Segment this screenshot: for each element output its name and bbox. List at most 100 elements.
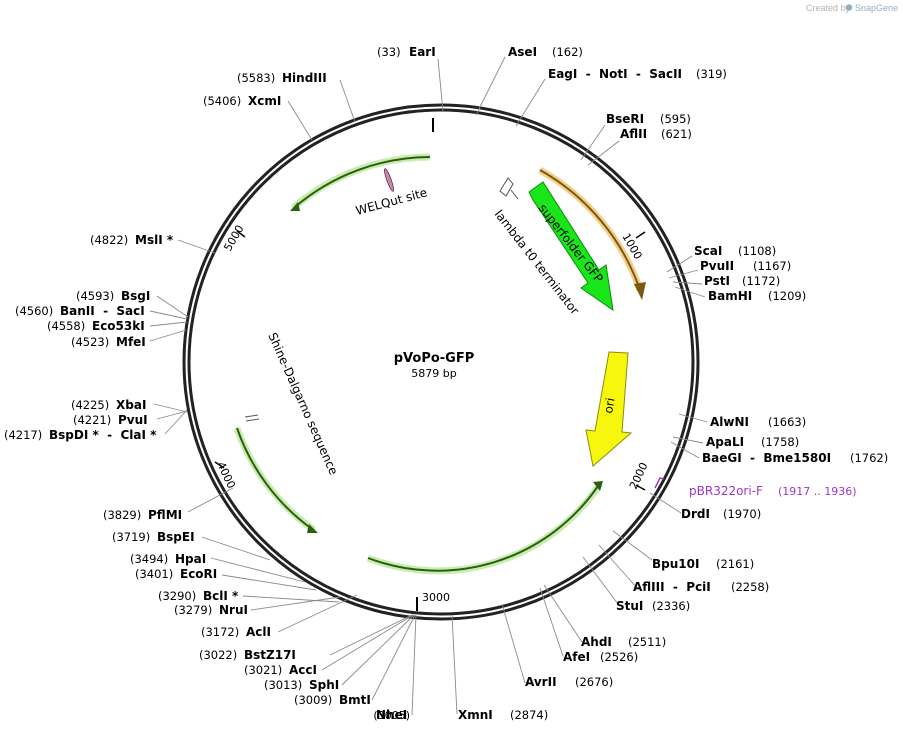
shine-dalgarno-marker-icon	[244, 414, 260, 422]
site-hpaI[interactable]: HpaI	[175, 552, 206, 566]
site-bsgI[interactable]: BsgI	[121, 289, 150, 303]
site-nruI[interactable]: NruI	[219, 603, 248, 617]
site-pos-mslI: (4822)	[90, 233, 128, 247]
lambda-terminator-arrowhead-icon	[634, 282, 646, 300]
site-pos-pflMI: (3829)	[103, 508, 141, 522]
site-aflII[interactable]: AflII	[620, 127, 647, 141]
site-mfeI[interactable]: MfeI	[116, 335, 146, 349]
site-labels: (33) EarI AseI (162) EagI - NotI - SacII…	[4, 45, 888, 722]
site-pos-aclI: (3172)	[201, 625, 239, 639]
orf-bottom-arc[interactable]	[367, 485, 599, 572]
tick-5000: 5000	[221, 223, 246, 254]
site-scaI[interactable]: ScaI	[694, 244, 722, 258]
orf-left-arc[interactable]	[236, 427, 313, 530]
site-bspDI-claI[interactable]: BspDI * - ClaI *	[49, 428, 157, 442]
site-pos-avrII: (2676)	[575, 675, 613, 689]
site-leader-lines	[149, 56, 708, 716]
snapgene-logo-icon	[845, 4, 853, 11]
orf-bottom-arrowhead-icon	[593, 481, 603, 491]
site-pvuI[interactable]: PvuI	[118, 413, 148, 427]
site-bamHI[interactable]: BamHI	[708, 289, 752, 303]
lambda-terminator-arc[interactable]	[539, 169, 641, 291]
plasmid-name: pVoPo-GFP	[394, 351, 475, 366]
site-alwNI[interactable]: AlwNI	[710, 415, 749, 429]
site-banII-sacI[interactable]: BanII - SacI	[60, 304, 145, 318]
site-pos-xcmI: (5406)	[203, 94, 241, 108]
tick-4000: 4000	[214, 460, 238, 491]
site-eco53kI[interactable]: Eco53kI	[92, 319, 145, 333]
orf-top-arc[interactable]	[294, 156, 431, 208]
tick-2000: 2000	[627, 460, 651, 491]
site-pos-bseRI: (595)	[660, 112, 691, 126]
site-pos-aseI: (162)	[552, 45, 583, 59]
site-pos-eagI: (319)	[696, 67, 727, 81]
site-pos-hindIII: (5583)	[237, 71, 275, 85]
orf-bottom-glow	[366, 482, 603, 575]
site-pos-bamHI: (1209)	[768, 289, 806, 303]
site-bclI[interactable]: BclI *	[203, 589, 239, 603]
site-hindIII[interactable]: HindIII	[282, 71, 327, 85]
site-bmtI[interactable]: BmtI	[339, 693, 371, 707]
site-pos-bpu10I: (2161)	[716, 557, 754, 571]
site-pos-accI: (3021)	[244, 663, 282, 677]
site-pflMI[interactable]: PflMI	[148, 508, 182, 522]
orf-left-arrowhead-icon	[307, 524, 318, 533]
site-pos-xbaI: (4225)	[71, 398, 109, 412]
site-pos-nheI: (3005)	[373, 709, 410, 722]
site-pos-bspDI: (4217)	[4, 428, 42, 442]
tick-label-3000: 3000	[422, 591, 450, 604]
site-stuI[interactable]: StuI	[616, 599, 643, 613]
site-xcmI[interactable]: XcmI	[248, 94, 281, 108]
credit-brand[interactable]: SnapGene	[855, 3, 898, 13]
site-pos-bclI: (3290)	[158, 589, 196, 603]
site-pos-drdI: (1970)	[723, 507, 761, 521]
site-pos-xmnI: (2874)	[510, 708, 548, 722]
site-aclI[interactable]: AclI	[246, 625, 271, 639]
site-avrII[interactable]: AvrII	[525, 675, 557, 689]
site-accI[interactable]: AccI	[289, 663, 317, 677]
site-nheI[interactable]: NheI	[376, 708, 407, 722]
site-pstI[interactable]: PstI	[704, 274, 730, 288]
site-pos-stuI: (2336)	[652, 599, 690, 613]
site-drdI[interactable]: DrdI	[681, 507, 710, 521]
site-bpu10I[interactable]: Bpu10I	[652, 557, 699, 571]
site-pos-aflIII: (2258)	[731, 580, 769, 594]
site-apaLI[interactable]: ApaLI	[706, 435, 744, 449]
orf-top-arrowhead-icon	[290, 202, 300, 211]
site-pvuII[interactable]: PvuII	[700, 259, 734, 273]
superfolder-gfp-arrow[interactable]	[528, 181, 614, 312]
orf-left-glow	[233, 426, 317, 533]
site-pos-ahdI: (2511)	[628, 635, 666, 649]
site-earI[interactable]: EarI	[409, 45, 436, 59]
site-baeGI-bme1580I[interactable]: BaeGI - Bme1580I	[702, 451, 831, 465]
site-ecoRI[interactable]: EcoRI	[180, 567, 217, 581]
site-pos-bspEI: (3719)	[112, 530, 150, 544]
ori-arrow[interactable]	[585, 351, 633, 467]
primer-marker-icon	[654, 477, 665, 489]
site-pos-pvuI: (4221)	[73, 413, 111, 427]
tick-3000: 3000	[416, 591, 450, 611]
site-pos-pvuII: (1167)	[753, 259, 791, 273]
site-pos-bstZ17I: (3022)	[199, 648, 237, 662]
site-eagI-notI-sacII[interactable]: EagI - NotI - SacII	[548, 67, 682, 81]
site-pos-alwNI: (1663)	[768, 415, 806, 429]
site-bspEI[interactable]: BspEI	[157, 530, 195, 544]
site-bseRI[interactable]: BseRI	[606, 112, 644, 126]
site-ahdI[interactable]: AhdI	[581, 635, 612, 649]
site-aseI[interactable]: AseI	[508, 45, 537, 59]
ori-label: ori	[601, 397, 617, 415]
site-afeI[interactable]: AfeI	[563, 650, 590, 664]
site-xmnI[interactable]: XmnI	[458, 708, 493, 722]
site-xbaI[interactable]: XbaI	[116, 398, 146, 412]
primer-name[interactable]: pBR322ori-F	[689, 484, 763, 498]
backbone-inner-strand	[187, 108, 695, 616]
site-mslI[interactable]: MslI *	[135, 233, 174, 247]
site-pos-hpaI: (3494)	[130, 552, 168, 566]
site-bstZ17I[interactable]: BstZ17I	[244, 648, 296, 662]
tick-label-4000: 4000	[214, 460, 238, 491]
site-pos-sphI: (3013)	[264, 678, 302, 692]
site-sphI[interactable]: SphI	[309, 678, 339, 692]
site-aflIII-pciI[interactable]: AflIII - PciI	[633, 580, 711, 594]
